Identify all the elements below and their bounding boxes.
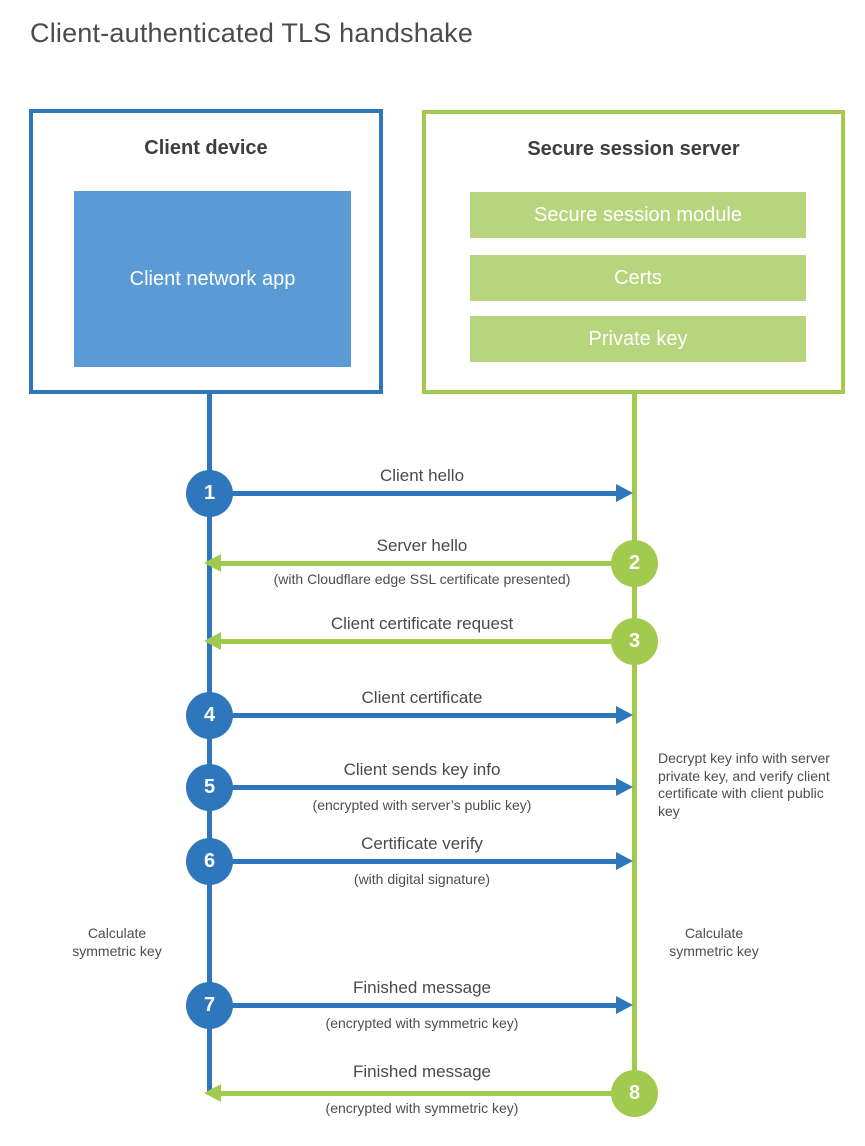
- step-6-arrowhead-icon: [616, 852, 633, 870]
- server-lifeline: [632, 394, 637, 1095]
- step-4-label: Client certificate: [361, 688, 483, 707]
- client-lifeline: [207, 394, 212, 1095]
- step-8-arrowhead-icon: [204, 1084, 221, 1102]
- client-device-box: Client device Client network app: [29, 109, 383, 394]
- step-5-sublabel: (encrypted with server’s public key): [312, 797, 532, 813]
- step-2-arrowhead-icon: [204, 554, 221, 572]
- calculate-symmetric-key-note-client: Calculate symmetric key: [72, 925, 162, 959]
- step-4-arrow: [212, 713, 618, 718]
- step-8-badge: 8: [611, 1070, 658, 1117]
- step-2-label: Server hello: [376, 536, 468, 555]
- step-2-arrow: [220, 561, 632, 566]
- decrypt-note: Decrypt key info with server private key…: [658, 750, 830, 819]
- step-5-arrowhead-icon: [616, 778, 633, 796]
- server-module-secure-session: Secure session module: [470, 192, 806, 238]
- step-1-arrowhead-icon: [616, 484, 633, 502]
- step-3-arrow: [220, 639, 632, 644]
- step-6-label: Certificate verify: [361, 834, 483, 853]
- step-7-sublabel: (encrypted with symmetric key): [325, 1015, 519, 1031]
- step-7-label: Finished message: [353, 978, 491, 997]
- step-1-badge: 1: [186, 470, 233, 517]
- step-7-arrowhead-icon: [616, 996, 633, 1014]
- step-3-label: Client certificate request: [330, 614, 514, 633]
- step-8-sublabel: (encrypted with symmetric key): [325, 1100, 519, 1116]
- step-6-sublabel: (with digital signature): [353, 871, 491, 887]
- calculate-symmetric-key-note-server: Calculate symmetric key: [669, 925, 759, 959]
- step-7-badge: 7: [186, 982, 233, 1029]
- server-module-certs: Certs: [470, 255, 806, 301]
- step-8-label: Finished message: [353, 1062, 491, 1081]
- page-title: Client-authenticated TLS handshake: [30, 18, 474, 48]
- step-1-arrow: [212, 491, 618, 496]
- step-7-arrow: [212, 1003, 618, 1008]
- step-3-arrowhead-icon: [204, 632, 221, 650]
- secure-session-server-box: Secure session server Secure session mod…: [422, 110, 845, 394]
- step-2-sublabel: (with Cloudflare edge SSL certificate pr…: [273, 571, 571, 587]
- server-module-private-key: Private key: [470, 316, 806, 362]
- step-4-arrowhead-icon: [616, 706, 633, 724]
- step-6-arrow: [212, 859, 618, 864]
- step-5-arrow: [212, 785, 618, 790]
- client-network-app-box: Client network app: [74, 191, 351, 367]
- secure-session-server-title: Secure session server: [527, 138, 740, 160]
- step-5-badge: 5: [186, 764, 233, 811]
- client-device-title: Client device: [144, 137, 268, 159]
- step-1-label: Client hello: [379, 466, 465, 485]
- step-4-badge: 4: [186, 692, 233, 739]
- step-6-badge: 6: [186, 838, 233, 885]
- step-5-label: Client sends key info: [343, 760, 501, 779]
- step-3-badge: 3: [611, 618, 658, 665]
- step-8-arrow: [220, 1091, 632, 1096]
- step-2-badge: 2: [611, 540, 658, 587]
